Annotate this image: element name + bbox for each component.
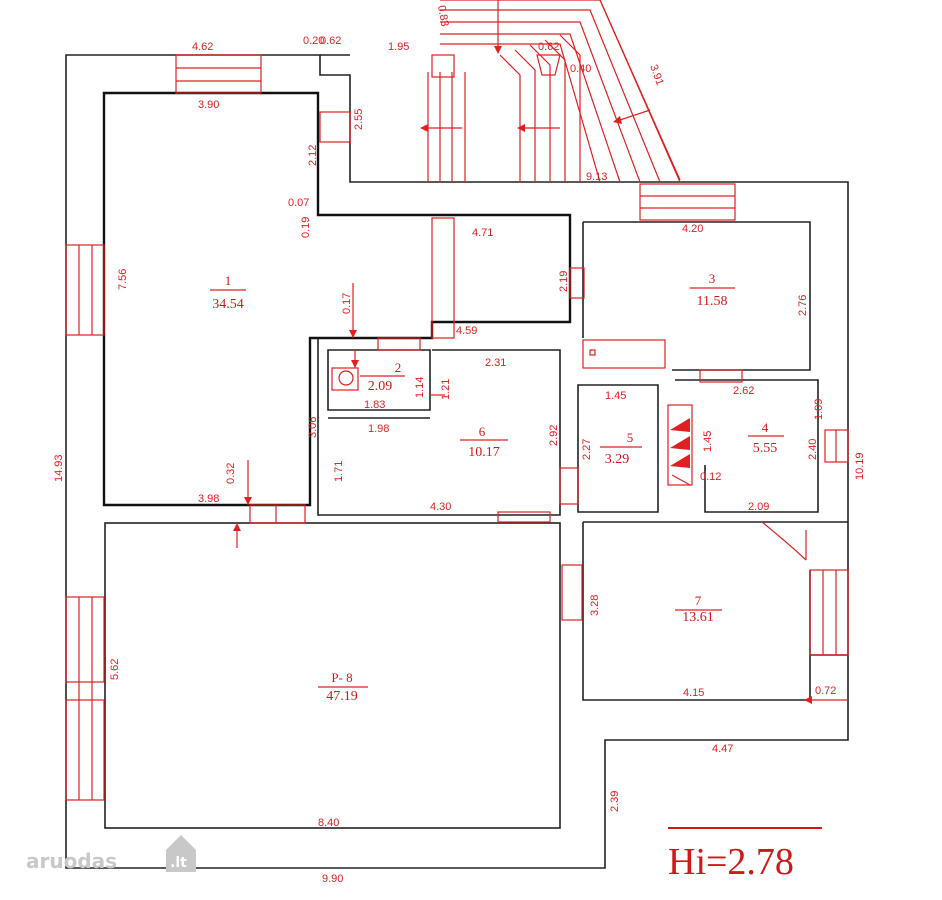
dimension-label: 0.12 <box>700 471 721 483</box>
outer-walls <box>65 54 849 869</box>
dimension-label: 3.91 <box>647 63 666 87</box>
room-area: 47.19 <box>326 689 358 704</box>
dimension-label: 2.19 <box>558 271 570 292</box>
dimension-label: 2.27 <box>581 439 593 460</box>
interior-walls <box>104 221 848 829</box>
dimension-label: 9.90 <box>322 873 343 885</box>
stairs <box>420 0 681 183</box>
watermark-logo: aruodas .lt <box>26 835 196 873</box>
dimension-label: 0.32 <box>225 463 237 484</box>
watermark-suffix: .lt <box>170 855 187 871</box>
room-number: 3 <box>709 271 716 286</box>
dimension-label: 1.14 <box>414 377 426 398</box>
dimension-label: 0.62 <box>538 41 559 53</box>
dimension-label: 8.40 <box>318 817 339 829</box>
dimension-label: 2.31 <box>485 357 506 369</box>
dimension-label: 1.71 <box>333 461 345 482</box>
dimension-label: 1.83 <box>364 399 385 411</box>
dimension-label: 3.28 <box>589 595 601 616</box>
windows <box>65 54 849 801</box>
dimension-label: 4.59 <box>456 325 477 337</box>
dimension-label: 4.71 <box>472 227 493 239</box>
dimension-label: 2.76 <box>797 295 809 316</box>
dimension-labels: 4.62 0.20 0.62 1.95 0.83 0.62 0.40 3.91 … <box>53 4 866 885</box>
dimension-label: 4.62 <box>192 41 213 53</box>
room-number: 4 <box>762 420 769 435</box>
room-area: 34.54 <box>212 297 244 312</box>
dimension-label: 1.98 <box>368 423 389 435</box>
doors <box>249 217 807 621</box>
dimension-label: 2.62 <box>733 385 754 397</box>
dimension-label: 0.07 <box>288 197 309 209</box>
dimension-label: 2.12 <box>307 145 319 166</box>
dimension-label: 14.93 <box>53 454 65 482</box>
dimension-label: 0.62 <box>320 35 341 47</box>
room-area: 13.61 <box>682 610 714 625</box>
dimension-label: 2.55 <box>353 109 365 130</box>
dimension-label: 2.39 <box>609 791 621 812</box>
room-number: 1 <box>225 273 232 288</box>
dimension-label: 2.40 <box>807 439 819 460</box>
dimension-label: 1.45 <box>605 390 626 402</box>
dimension-label: 4.15 <box>683 687 704 699</box>
dimension-label: 9.13 <box>586 171 607 183</box>
dimension-label: 0.17 <box>341 293 353 314</box>
marker-arrows <box>233 283 848 704</box>
dimension-label: 7.56 <box>117 269 129 290</box>
dimension-label: 3.90 <box>198 99 219 111</box>
watermark-text: aruodas <box>26 849 117 873</box>
room-area: 11.58 <box>697 294 728 309</box>
dimension-label: 5.62 <box>109 659 121 680</box>
dimension-label: 1.09 <box>813 399 825 420</box>
room-area: 5.55 <box>753 441 778 456</box>
room-area: 3.29 <box>605 452 630 467</box>
dimension-label: 1.45 <box>702 431 714 452</box>
room-number: 7 <box>695 593 702 608</box>
dimension-label: 0.72 <box>815 685 836 697</box>
room-area: 10.17 <box>468 445 500 460</box>
dimension-label: 3.06 <box>307 417 319 438</box>
dimension-label: 10.19 <box>854 452 866 480</box>
dimension-label: 0.83 <box>435 4 451 27</box>
dimension-label: 4.20 <box>682 223 703 235</box>
dimension-label: 2.09 <box>748 501 769 513</box>
room-number: 6 <box>479 424 486 439</box>
dimension-label: 3.98 <box>198 493 219 505</box>
room-number: P- 8 <box>331 670 352 685</box>
height-label: Hi=2.78 <box>668 841 794 883</box>
dimension-label: 1.95 <box>388 41 409 53</box>
dimension-label: 0.40 <box>570 63 591 75</box>
room-number: 5 <box>627 430 634 445</box>
dimension-label: 4.30 <box>430 501 451 513</box>
dimension-label: 0.19 <box>300 217 312 238</box>
dimension-label: 0.20 <box>303 35 324 47</box>
room-labels: 1 34.54 2 2.09 3 11.58 4 5.55 5 3.29 6 1… <box>210 271 784 704</box>
dimension-label: 2.92 <box>548 425 560 446</box>
room-area: 2.09 <box>368 379 393 394</box>
fixtures <box>331 339 693 486</box>
dimension-label: 1.21 <box>440 379 452 400</box>
room-1-outline <box>102 91 572 507</box>
dimension-label: 4.47 <box>712 743 733 755</box>
room-number: 2 <box>395 360 402 375</box>
